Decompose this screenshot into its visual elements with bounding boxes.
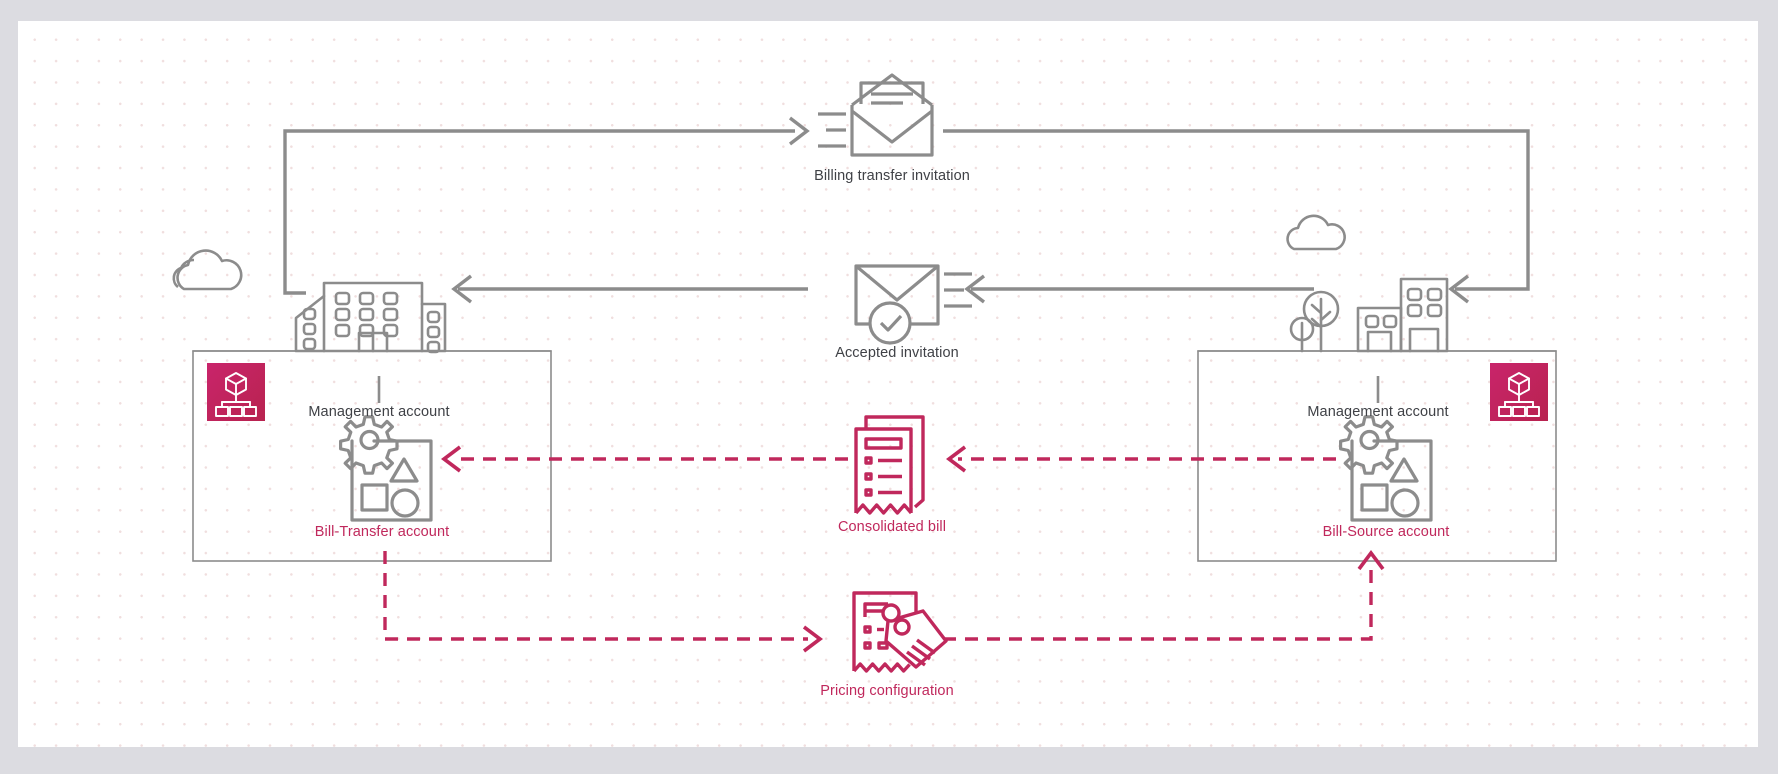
flow-transfer-to-invitation bbox=[283, 116, 810, 295]
consolidated-bill-label: Consolidated bill bbox=[837, 519, 947, 535]
receipt-stack-icon bbox=[854, 415, 925, 515]
aws-organizations-icon bbox=[215, 372, 257, 417]
flow-pricing-to-source bbox=[943, 550, 1385, 641]
billing-transfer-invitation-label: Billing transfer invitation bbox=[814, 168, 970, 184]
bill-source-account-label: Bill-Source account bbox=[1322, 524, 1450, 540]
receipt-price-tag-icon bbox=[852, 591, 948, 673]
accepted-invitation-label: Accepted invitation bbox=[835, 345, 959, 361]
flow-source-to-accepted bbox=[964, 274, 1314, 304]
buildings-icon bbox=[192, 281, 552, 354]
aws-account-icon-left bbox=[339, 415, 433, 522]
diagram-vector-layer bbox=[172, 73, 1557, 673]
cloud-icon-right bbox=[1286, 214, 1346, 251]
flow-consolidated-bill-to-transfer bbox=[441, 445, 848, 473]
pricing-configuration-label: Pricing configuration bbox=[820, 683, 954, 699]
open-envelope-outgoing-icon bbox=[818, 73, 934, 157]
diagram-canvas: Billing transfer invitation Accepted inv… bbox=[18, 21, 1758, 747]
aws-organizations-icon bbox=[1498, 372, 1540, 417]
cloud-icon-left bbox=[172, 249, 243, 291]
flow-transfer-to-pricing bbox=[383, 551, 823, 653]
flow-source-to-consolidated-bill bbox=[946, 445, 1336, 473]
bill-transfer-account-label: Bill-Transfer account bbox=[314, 524, 450, 540]
aws-organizations-badge-left[interactable] bbox=[207, 363, 265, 421]
envelope-check-icon bbox=[854, 264, 972, 345]
aws-account-icon-right bbox=[1339, 415, 1433, 522]
flow-accepted-to-transfer bbox=[451, 274, 808, 304]
aws-organizations-badge-right[interactable] bbox=[1490, 363, 1548, 421]
management-account-label-right: Management account bbox=[1307, 404, 1449, 420]
buildings-with-trees-icon bbox=[1197, 277, 1557, 353]
management-account-label-left: Management account bbox=[308, 404, 450, 420]
flow-invitation-to-source bbox=[943, 129, 1530, 304]
